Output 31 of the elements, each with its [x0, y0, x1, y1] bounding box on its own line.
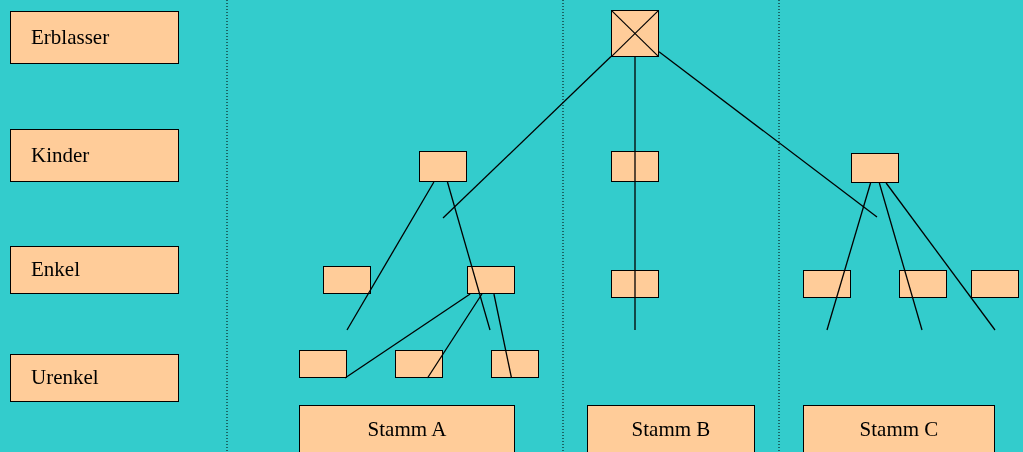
branch-line	[634, 56, 636, 331]
person-box	[611, 151, 659, 182]
label-box: Stamm A	[299, 405, 515, 452]
branch-line	[446, 181, 491, 331]
branch-line	[658, 51, 878, 218]
branch-line	[493, 293, 513, 379]
branch-line	[442, 55, 612, 219]
label-box: Kinder	[10, 129, 179, 182]
label-box: Erblasser	[10, 11, 179, 64]
branch-line	[426, 293, 483, 379]
person-box	[803, 270, 851, 298]
branch-line	[878, 182, 923, 331]
branch-line	[344, 293, 471, 379]
person-box	[491, 350, 539, 378]
person-box	[467, 266, 515, 294]
deceased-symbol-box	[611, 10, 659, 57]
person-box	[851, 153, 899, 183]
branch-line	[885, 182, 996, 331]
branch-line	[346, 181, 435, 331]
label-box: Enkel	[10, 246, 179, 294]
person-box	[395, 350, 443, 378]
person-box	[299, 350, 347, 378]
label-box: Stamm B	[587, 405, 755, 452]
person-box	[899, 270, 947, 298]
label-box: Urenkel	[10, 354, 179, 402]
label-box: Stamm C	[803, 405, 995, 452]
person-box	[419, 151, 467, 182]
branch-line	[826, 182, 872, 331]
person-box	[323, 266, 371, 294]
person-box	[611, 270, 659, 298]
person-box	[971, 270, 1019, 298]
